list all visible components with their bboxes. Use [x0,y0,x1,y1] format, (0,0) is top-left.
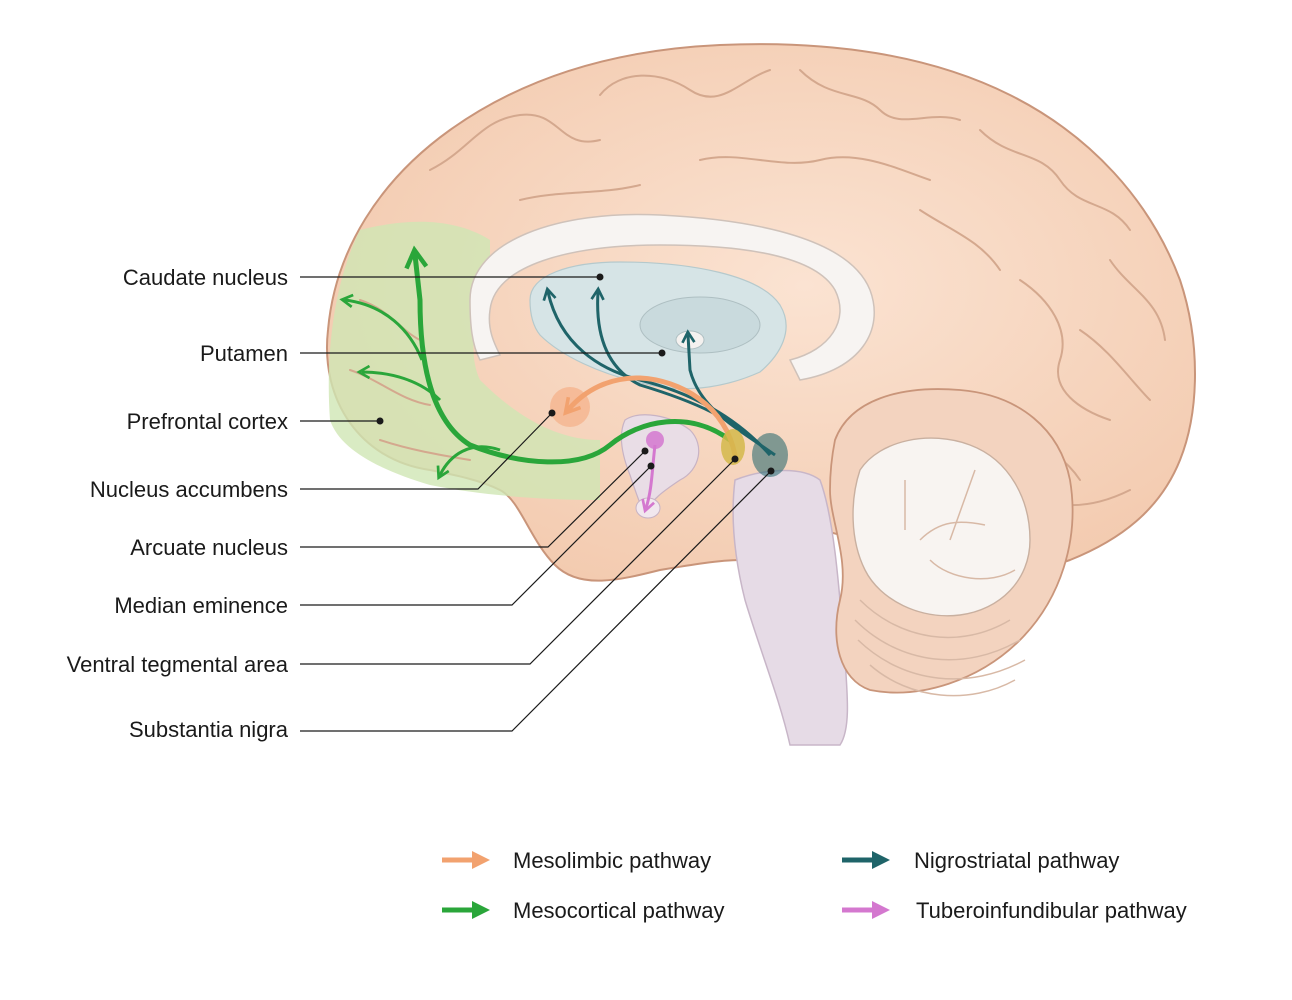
mesocortical-branch-2 [356,364,442,402]
tuberoinfundibular-path [641,444,657,514]
mesocortical-main-path [404,245,733,465]
gyri-lines [349,69,1166,507]
label-arcuate-nucleus: Arcuate nucleus [130,535,288,560]
label-substantia-nigra: Substantia nigra [129,717,289,742]
legend-label-nigrostriatal: Nigrostriatal pathway [914,848,1119,873]
label-median-eminence: Median eminence [114,593,288,618]
brain-illustration [326,43,1196,746]
legend-label-mesolimbic: Mesolimbic pathway [513,848,711,873]
legend-item-nigrostriatal: Nigrostriatal pathway [842,848,1119,873]
corpus-callosum [469,213,875,381]
label-ventral-tegmental-area: Ventral tegmental area [67,652,289,677]
arcuate-nucleus-blob [646,431,664,449]
legend-item-tuberoinfundibular: Tuberoinfundibular pathway [842,898,1187,923]
nigrostriatal-path-2 [590,286,772,456]
legend-label-mesocortical: Mesocortical pathway [513,898,725,923]
brainstem [732,469,849,746]
legend-item-mesocortical: Mesocortical pathway [442,898,725,923]
structure-labels: Caudate nucleus Putamen Prefrontal corte… [67,265,289,742]
tuberoinfundibular-pathway [641,431,664,514]
legend: Mesolimbic pathway Mesocortical pathway … [442,848,1187,923]
mesocortical-branch-3 [436,445,501,481]
legend-label-tuberoinfundibular: Tuberoinfundibular pathway [916,898,1187,923]
cerebellum [829,388,1074,697]
mesolimbic-path [563,375,738,458]
mesocortical-branch-1 [339,293,424,361]
leader-lines [300,273,775,732]
label-putamen: Putamen [200,341,288,366]
label-prefrontal-cortex: Prefrontal cortex [127,409,288,434]
thalamus [639,296,761,354]
vta-blob [721,429,745,465]
label-caudate-nucleus: Caudate nucleus [123,265,288,290]
mesolimbic-pathway [550,375,745,465]
prefrontal-cortex-region [328,221,600,500]
label-nucleus-accumbens: Nucleus accumbens [90,477,288,502]
substantia-nigra-blob [752,433,788,477]
mesocortical-pathway [339,245,733,481]
legend-item-mesolimbic: Mesolimbic pathway [442,848,711,873]
